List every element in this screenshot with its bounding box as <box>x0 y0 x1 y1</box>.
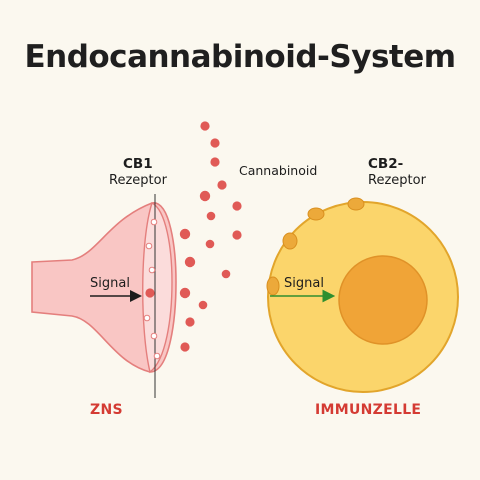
region-label-immune-cell: IMMUNZELLE <box>315 402 422 418</box>
cannabinoid-dot <box>199 190 211 202</box>
cannabinoid-dot <box>180 342 190 352</box>
signal-label-left: Signal <box>90 276 130 291</box>
cannabinoid-dot <box>184 256 196 268</box>
cannabinoid-dot <box>210 138 220 148</box>
signal-label-right: Signal <box>284 276 324 291</box>
vesicle <box>150 218 158 226</box>
cb2-receptor <box>266 276 280 296</box>
vesicle <box>148 266 156 274</box>
cb1-receptor-site <box>145 288 155 298</box>
cannabinoid-dot <box>232 201 242 211</box>
cb2-receptor-name: CB2- <box>368 156 404 172</box>
cannabinoid-dot <box>217 180 227 190</box>
cannabinoid-dot <box>206 211 216 221</box>
cb1-receptor-word: Rezeptor <box>109 173 167 188</box>
neuron-terminal <box>31 202 177 373</box>
neuron-vesicles <box>143 218 161 360</box>
cb2-receptors <box>266 197 365 296</box>
cannabinoid-dot <box>210 157 220 167</box>
vesicle <box>150 332 158 340</box>
cannabinoid-dot <box>232 230 242 240</box>
cannabinoid-dot <box>179 287 191 299</box>
cb2-receptor <box>282 232 298 250</box>
cannabinoid-dot <box>179 228 191 240</box>
immune-cell-nucleus <box>338 255 428 345</box>
cannabinoid-dot <box>221 269 231 279</box>
region-label-zns: ZNS <box>90 402 123 418</box>
cannabinoid-dot <box>200 121 210 131</box>
vesicle <box>153 352 161 360</box>
cannabinoid-dot <box>205 239 215 249</box>
cannabinoid-dot <box>185 317 195 327</box>
vesicle <box>143 314 151 322</box>
cannabinoid-molecules <box>179 121 242 352</box>
cannabinoid-dot <box>198 300 208 310</box>
cb1-receptor-name: CB1 <box>123 156 153 172</box>
cb2-receptor <box>307 207 325 221</box>
cannabinoid-label: Cannabinoid <box>239 163 318 178</box>
cb2-receptor-word: Rezeptor <box>368 173 426 188</box>
cb2-receptor <box>347 197 365 211</box>
vesicle <box>145 242 153 250</box>
page-title: Endocannabinoid-System <box>24 39 456 75</box>
